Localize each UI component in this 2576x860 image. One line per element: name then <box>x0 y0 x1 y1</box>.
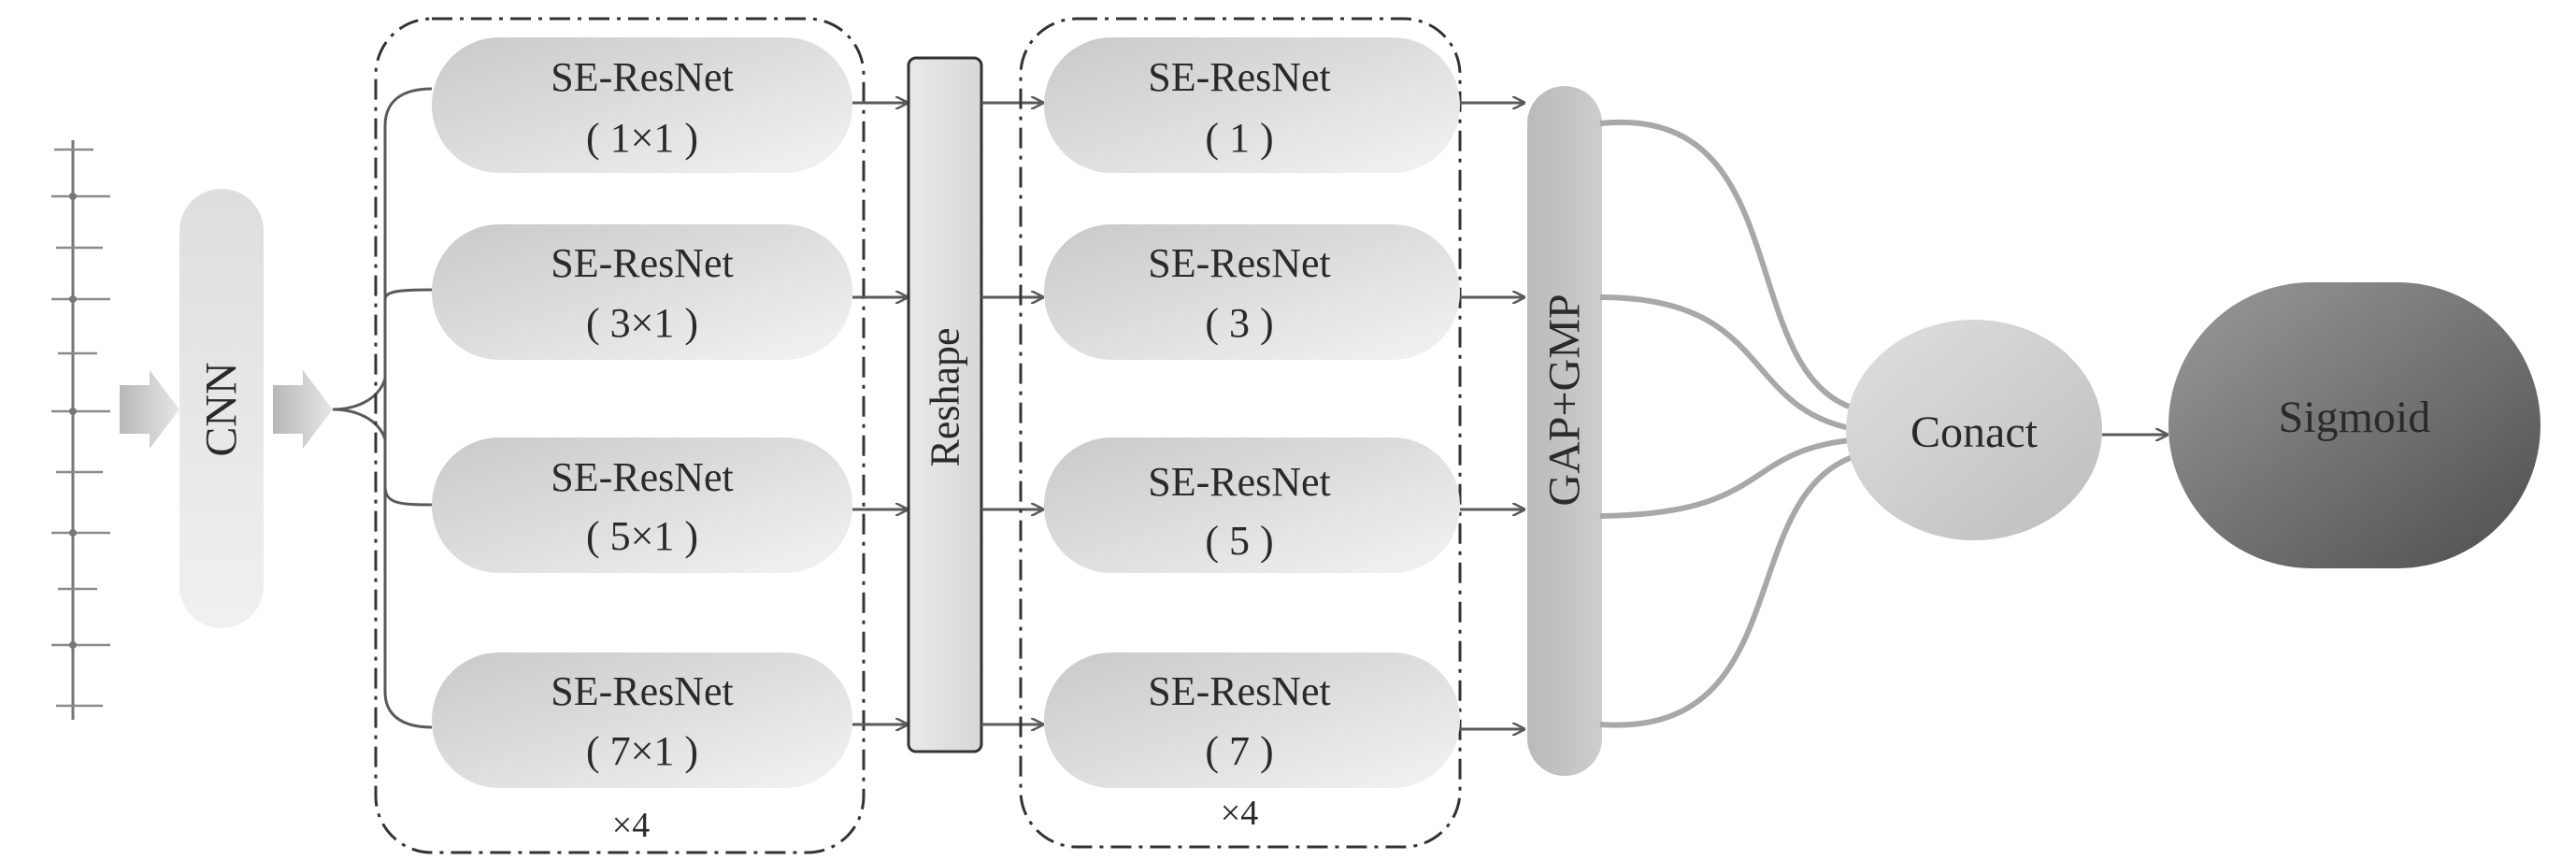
se-resnet-7: SE-ResNet ( 7 ) <box>1044 652 1460 788</box>
se-resnet-3x1-param: ( 3×1 ) <box>586 300 698 346</box>
se-resnet-3-param: ( 3 ) <box>1205 300 1273 346</box>
cnn-node <box>179 189 264 628</box>
se-resnet-5x1: SE-ResNet ( 5×1 ) <box>432 437 852 573</box>
left-group-box <box>374 17 866 854</box>
pool-label: GAP+GMP <box>1540 294 1590 506</box>
se-resnet-1-title: SE-ResNet <box>1148 54 1331 100</box>
sigmoid-node <box>2168 282 2540 568</box>
se-resnet-7x1-param: ( 7×1 ) <box>586 728 698 774</box>
se-resnet-5-title: SE-ResNet <box>1148 459 1331 505</box>
se-resnet-1x1-title: SE-ResNet <box>551 54 734 100</box>
se-resnet-3x1: SE-ResNet ( 3×1 ) <box>432 224 852 360</box>
reshape-node <box>907 56 983 753</box>
se-resnet-5: SE-ResNet ( 5 ) <box>1044 437 1460 573</box>
se-resnet-5x1-param: ( 5×1 ) <box>586 513 698 559</box>
se-resnet-1x1: SE-ResNet ( 1×1 ) <box>432 37 852 173</box>
concat-label: Conact <box>1911 408 2039 457</box>
arrows-to-pool <box>1460 103 1524 729</box>
arrows-from-reshape <box>981 103 1042 724</box>
left-group-repeat: ×4 <box>612 806 650 845</box>
concat-node <box>1846 320 2102 540</box>
sigmoid-label: Sigmoid <box>2279 393 2431 442</box>
se-resnet-1x1-param: ( 1×1 ) <box>586 115 698 161</box>
se-resnet-5-param: ( 5 ) <box>1205 518 1273 564</box>
pool-to-concat-curves <box>1599 119 1866 728</box>
se-resnet-7x1-title: SE-ResNet <box>551 668 734 714</box>
cnn-label: CNN <box>197 362 247 456</box>
se-resnet-7x1: SE-ResNet ( 7×1 ) <box>432 652 852 788</box>
se-resnet-3-title: SE-ResNet <box>1148 240 1331 286</box>
input-signal <box>51 140 110 720</box>
right-group-repeat: ×4 <box>1221 794 1258 833</box>
reshape-label: Reshape <box>923 327 968 466</box>
input-block-arrow <box>120 370 179 449</box>
se-resnet-7-param: ( 7 ) <box>1205 728 1273 774</box>
arrows-to-reshape <box>852 103 907 724</box>
se-resnet-3x1-title: SE-ResNet <box>551 240 734 286</box>
branch-brace <box>332 87 433 729</box>
se-resnet-5x1-title: SE-ResNet <box>551 454 734 500</box>
se-resnet-1: SE-ResNet ( 1 ) <box>1044 37 1460 173</box>
right-group-box <box>1019 17 1462 849</box>
pool-node <box>1527 86 1602 776</box>
se-resnet-3: SE-ResNet ( 3 ) <box>1044 224 1460 360</box>
se-resnet-7-title: SE-ResNet <box>1148 668 1331 714</box>
cnn-block-arrow <box>273 370 333 449</box>
se-resnet-1-param: ( 1 ) <box>1205 115 1273 161</box>
